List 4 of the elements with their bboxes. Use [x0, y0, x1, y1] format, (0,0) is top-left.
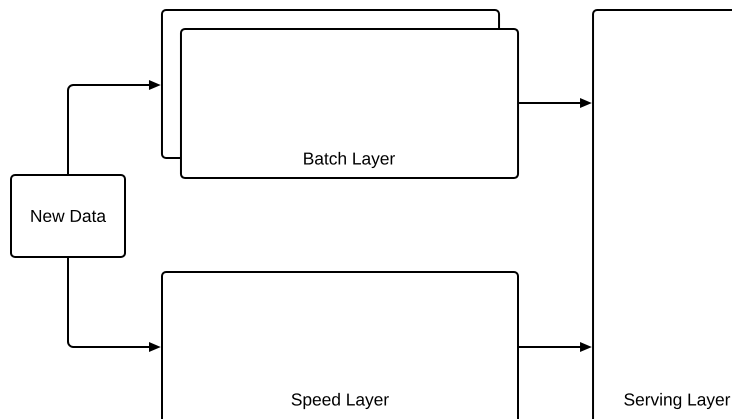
layer-box: Serving Layer: [592, 9, 732, 419]
layer-box: Batch Layer: [180, 28, 520, 180]
data-box: New Data: [10, 174, 126, 258]
layer-box: Speed Layer: [161, 271, 519, 419]
